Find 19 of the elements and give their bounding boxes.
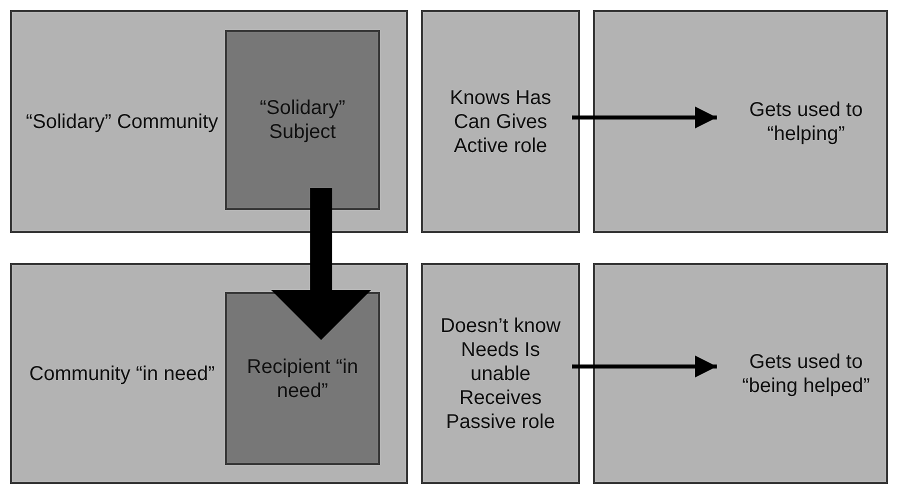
box [593,10,888,233]
box-label: “Solidary” Subject [258,96,346,144]
box [10,263,408,484]
arrow [572,106,717,128]
box-label: Recipient “in need” [246,354,360,402]
arrow [271,188,372,340]
arrow [572,356,717,378]
box-label: Community “in need” [28,362,216,386]
inner-box [225,292,380,465]
box-label: Knows Has Can Gives Active role [448,86,552,158]
box-label: Gets used to “being helped” [741,350,871,398]
box [421,263,580,484]
box [421,10,580,233]
box [10,10,408,233]
box-label: Gets used to “helping” [748,98,864,146]
box [593,263,888,484]
box-label: “Solidary” Community [24,110,220,134]
box-label: Doesn’t know Needs Is unable Receives Passive role [439,314,562,434]
inner-box [225,30,380,210]
